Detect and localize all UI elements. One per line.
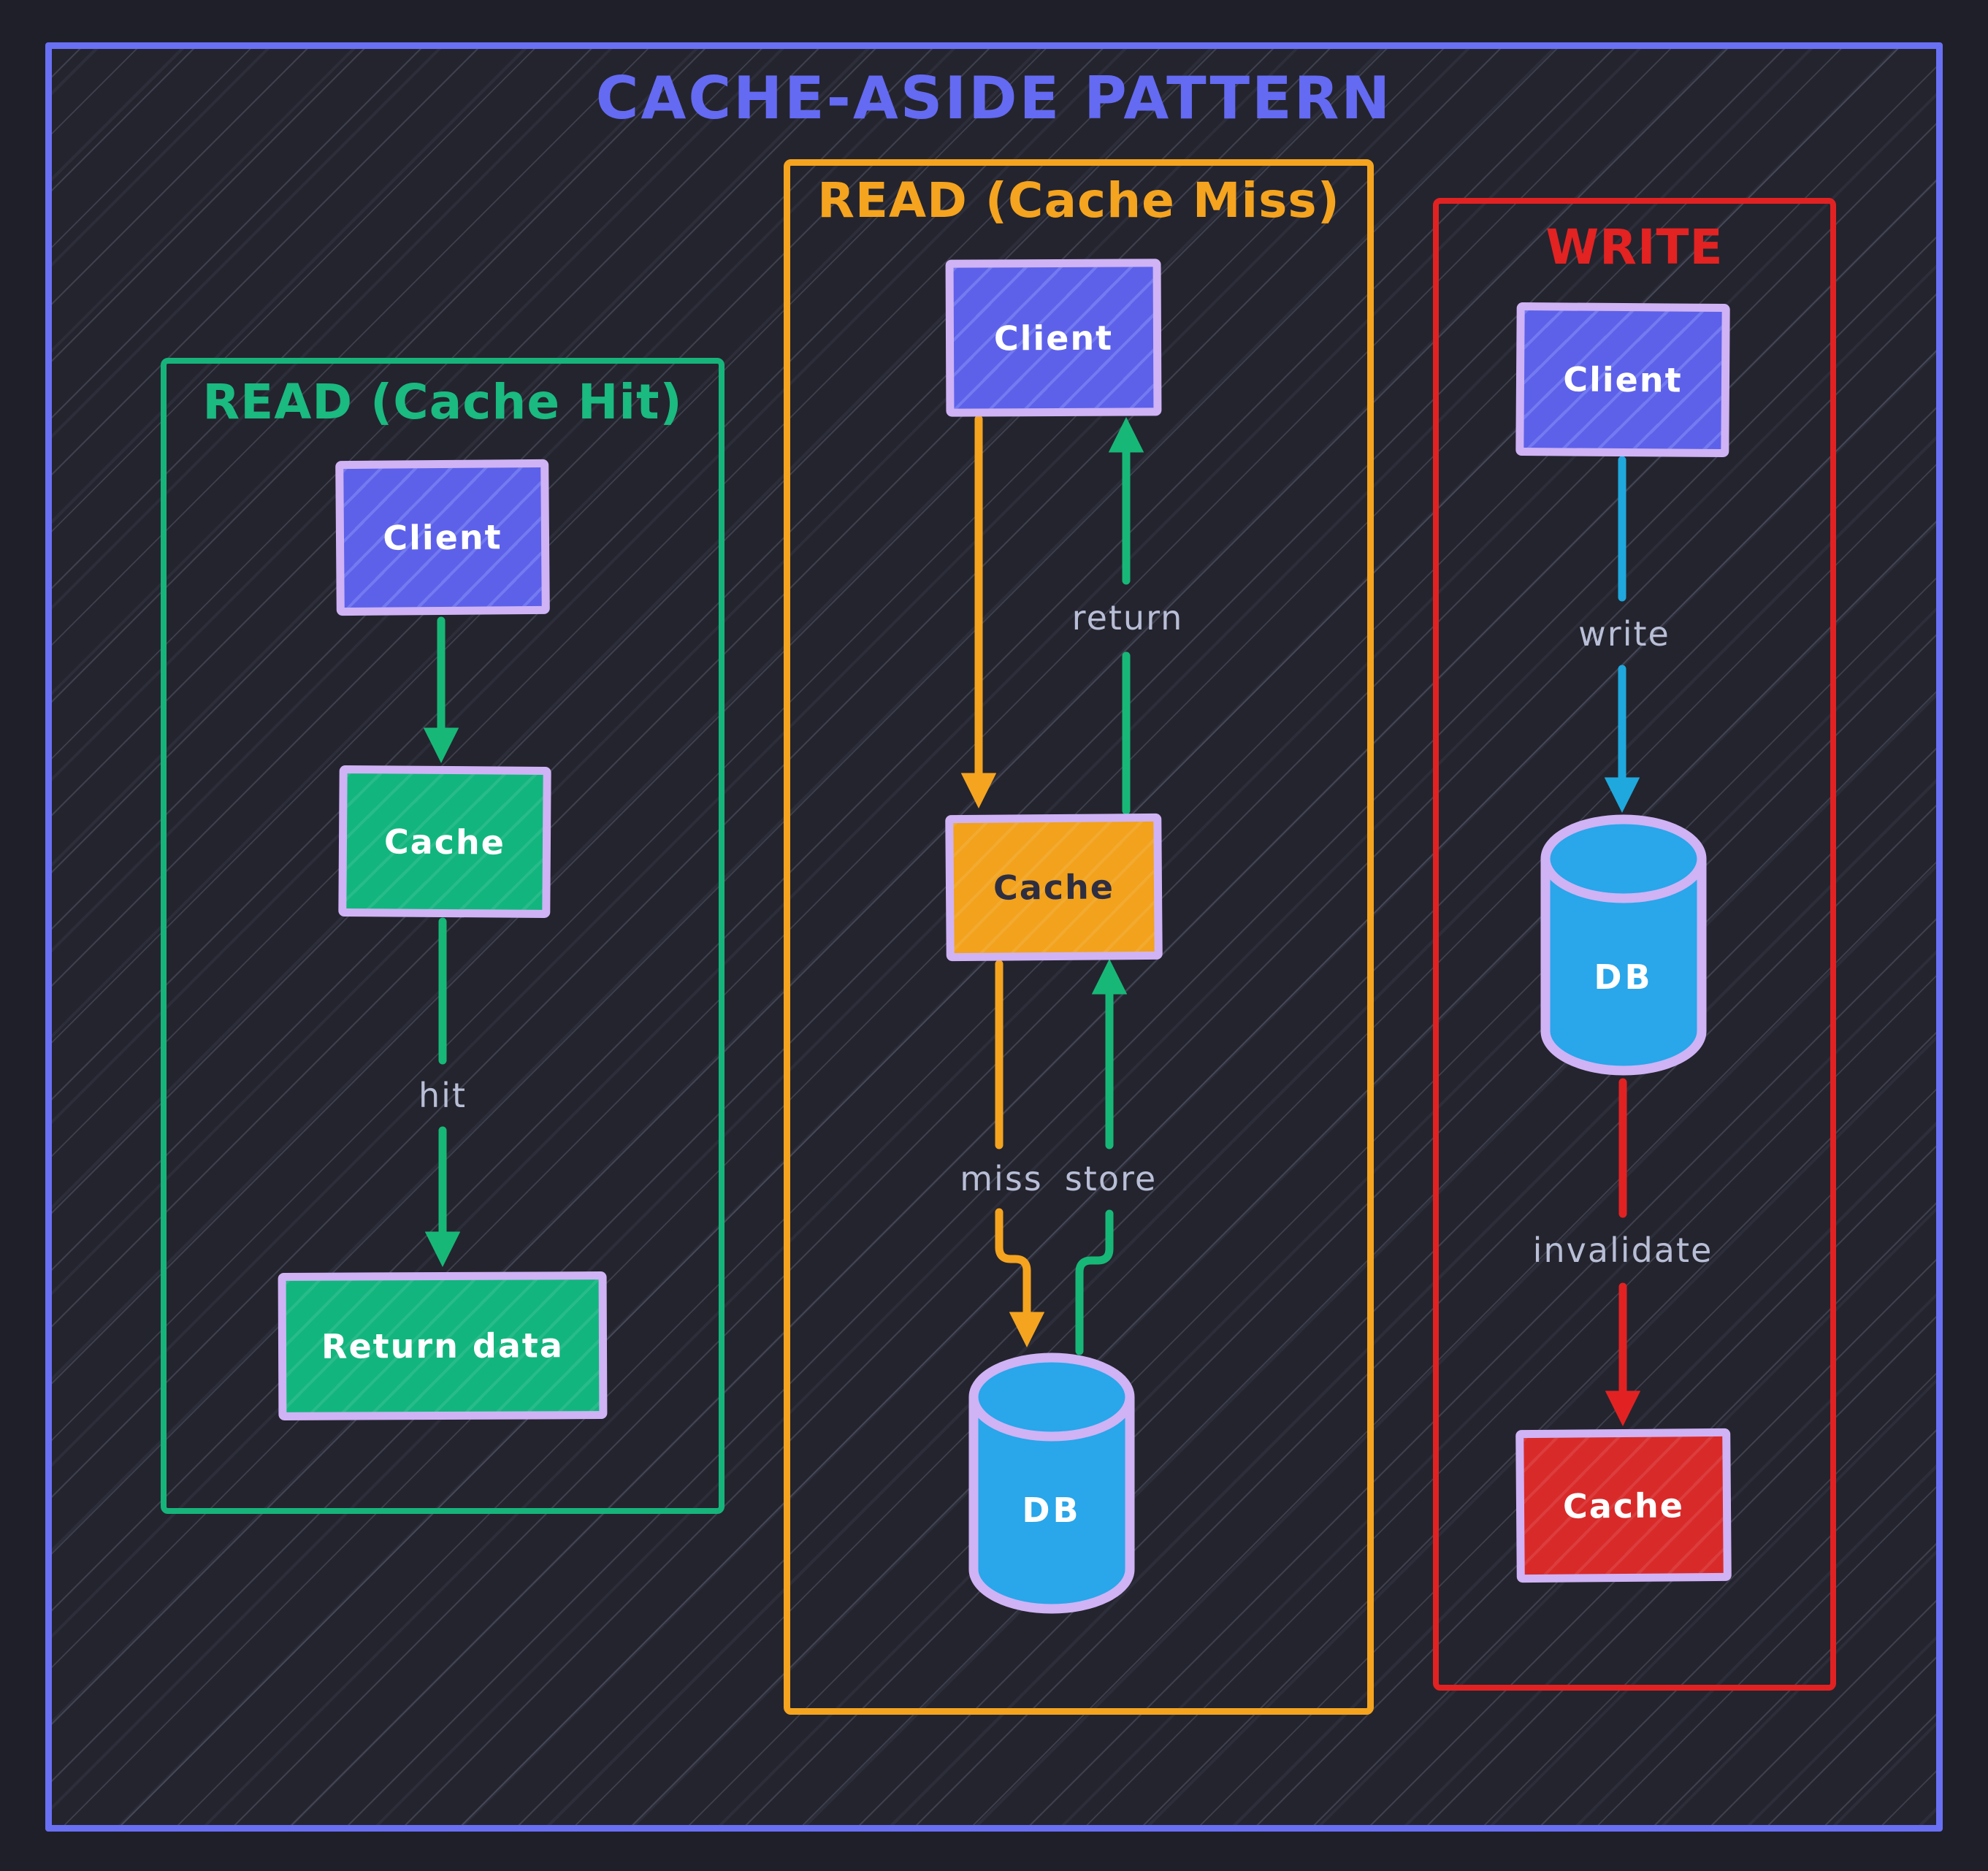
node-write-db-label: DB <box>1594 957 1654 997</box>
node-miss-db-label: DB <box>1022 1491 1082 1530</box>
edge-label-store: store <box>1064 1159 1158 1198</box>
panel-read-cache-miss <box>784 159 1374 1715</box>
node-write-cache-label: Cache <box>1562 1485 1685 1526</box>
edge-label-invalidate: invalidate <box>1532 1231 1713 1270</box>
panel-write <box>1433 198 1836 1691</box>
edge-label-miss: miss <box>960 1159 1043 1198</box>
arrow-miss-cache-to-db-lower <box>995 1208 1045 1347</box>
edge-label-hit: hit <box>418 1076 467 1115</box>
node-write-cache: Cache <box>1515 1428 1732 1583</box>
edge-label-return: return <box>1071 598 1184 638</box>
page-title: CACHE-ASIDE PATTERN <box>595 64 1393 132</box>
node-write-client: Client <box>1515 302 1730 458</box>
node-write-db-cylinder-icon <box>1540 814 1707 1076</box>
node-miss-db-cylinder-icon <box>968 1352 1135 1614</box>
node-write-client-label: Client <box>1563 359 1683 400</box>
panel-title-read-cache-hit: READ (Cache Hit) <box>202 374 683 430</box>
edge-label-write: write <box>1578 614 1670 654</box>
panel-title-write: WRITE <box>1545 219 1724 275</box>
panel-read-cache-hit <box>161 358 725 1514</box>
arrow-miss-db-to-cache-lower <box>1075 1209 1114 1355</box>
panel-title-read-cache-miss: READ (Cache Miss) <box>817 172 1340 229</box>
